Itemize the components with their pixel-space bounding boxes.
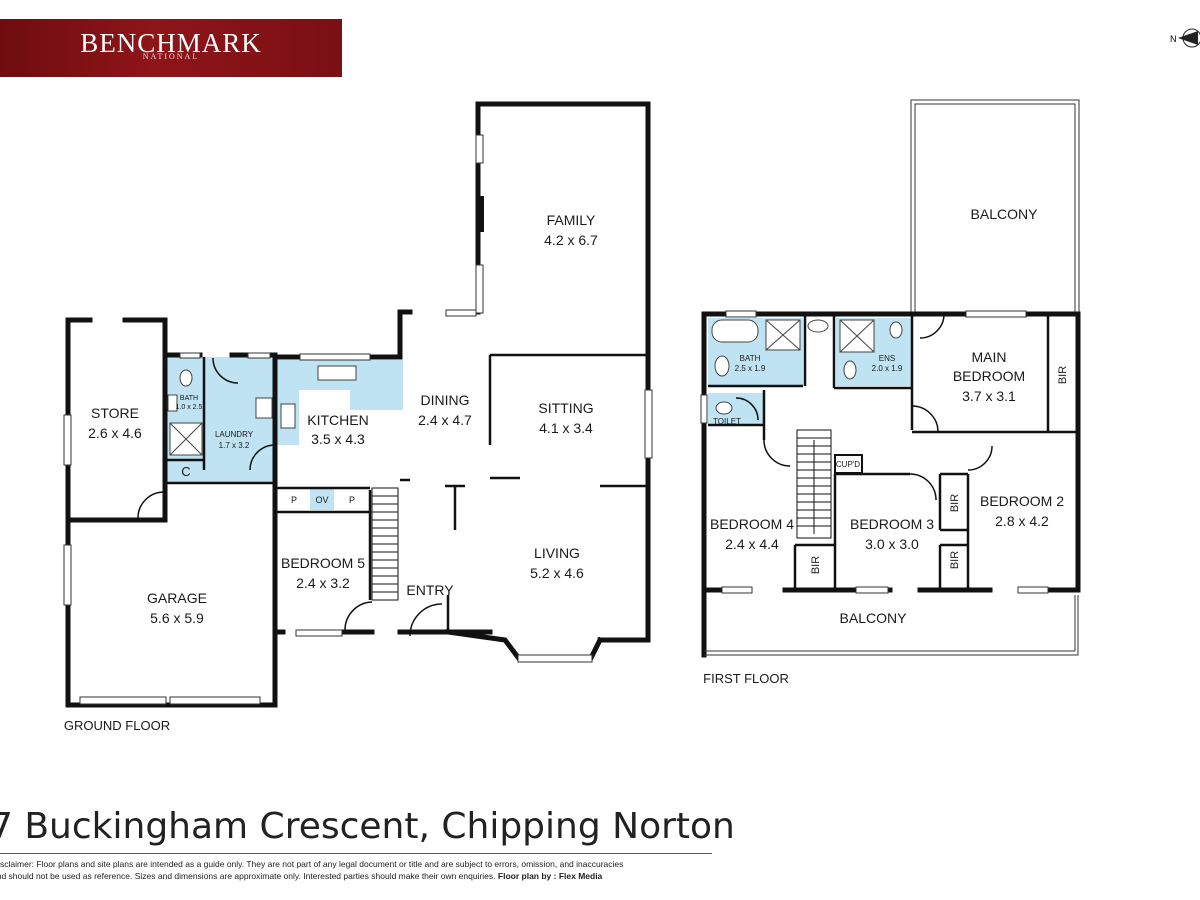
gf-oven-fill bbox=[310, 488, 334, 510]
ground-floor-plan bbox=[63, 101, 653, 708]
logo-sub: NATIONAL bbox=[142, 52, 200, 61]
gf-store-name: STORE bbox=[91, 405, 139, 421]
gf-pantry1-name: P bbox=[291, 495, 297, 505]
ff-bir-b4-name: BIR bbox=[810, 556, 822, 574]
gf-family-name: FAMILY bbox=[547, 212, 596, 228]
ff-bedroom3-name: BEDROOM 3 bbox=[850, 516, 934, 532]
gf-living-dims: 5.2 x 4.6 bbox=[530, 565, 584, 581]
ff-bir-main-name: BIR bbox=[1057, 366, 1069, 384]
ff-bath-dims: 2.5 x 1.9 bbox=[735, 364, 766, 373]
ff-cupd-box bbox=[834, 454, 863, 474]
gf-laundry-name: LAUNDRY bbox=[215, 430, 254, 439]
ff-stairs bbox=[796, 429, 832, 539]
ground-floor-label: GROUND FLOOR bbox=[64, 718, 170, 733]
gf-laundry-dims: 1.7 x 3.2 bbox=[219, 441, 250, 450]
gf-bedroom5-dims: 2.4 x 3.2 bbox=[296, 575, 350, 591]
gf-pantry2-name: P bbox=[349, 495, 355, 505]
gf-bedroom5-name: BEDROOM 5 bbox=[281, 555, 365, 571]
ff-bedroom2-dims: 2.8 x 4.2 bbox=[995, 513, 1049, 529]
disclaimer-line2: and should not be used as reference. Siz… bbox=[0, 871, 496, 881]
gf-stairs bbox=[371, 487, 399, 601]
first-floor-plan bbox=[700, 99, 1081, 658]
disclaimer-credit: Floor plan by : Flex Media bbox=[497, 871, 603, 881]
disclaimer-line1: Disclaimer: Floor plans and site plans a… bbox=[0, 859, 624, 869]
gf-living-name: LIVING bbox=[534, 545, 580, 561]
gf-dining-dims: 2.4 x 4.7 bbox=[418, 412, 472, 428]
divider-line bbox=[0, 853, 712, 854]
gf-oven-name: OV bbox=[315, 495, 328, 505]
ff-ens-dims: 2.0 x 1.9 bbox=[872, 364, 903, 373]
gf-entry-name: ENTRY bbox=[406, 582, 454, 598]
ff-bedroom2-name: BEDROOM 2 bbox=[980, 493, 1064, 509]
gf-sitting-name: SITTING bbox=[538, 400, 593, 416]
gf-garage-name: GARAGE bbox=[147, 590, 207, 606]
gf-bath-name: BATH bbox=[180, 395, 198, 402]
ff-toilet-name: TOILET bbox=[713, 417, 741, 426]
ff-balcony-bottom-name: BALCONY bbox=[840, 610, 908, 626]
gf-cupboard-name: C bbox=[181, 464, 190, 479]
gf-dining-name: DINING bbox=[421, 392, 470, 408]
ff-bedroom4-name: BEDROOM 4 bbox=[710, 516, 794, 532]
disclaimer-line2-wrap: and should not be used as reference. Siz… bbox=[0, 870, 722, 882]
ff-bir-b2a-name: BIR bbox=[949, 494, 961, 512]
ff-bedroom4-dims: 2.4 x 4.4 bbox=[725, 536, 779, 552]
first-floor-label: FIRST FLOOR bbox=[703, 671, 789, 686]
ff-cupd-name: CUP'D bbox=[836, 460, 860, 469]
ff-ens-name: ENS bbox=[879, 354, 895, 363]
ff-bath-name: BATH bbox=[740, 354, 761, 363]
gf-laundry-fill bbox=[204, 357, 275, 483]
ff-balcony-top-name: BALCONY bbox=[971, 206, 1039, 222]
gf-family-dims: 4.2 x 6.7 bbox=[544, 232, 598, 248]
gf-bath-dims: 1.0 x 2.5 bbox=[176, 404, 203, 411]
gf-kitchen-name: KITCHEN bbox=[307, 412, 368, 428]
logo-name: BENCHMARK bbox=[80, 28, 262, 58]
gf-kitchen-bench-fill2 bbox=[350, 360, 403, 410]
ff-bedroom3-dims: 3.0 x 3.0 bbox=[865, 536, 919, 552]
ff-main-bedroom-line2: BEDROOM bbox=[953, 368, 1025, 384]
ff-balcony-bottom bbox=[704, 595, 1079, 656]
ff-main-bedroom-line1: MAIN bbox=[972, 349, 1007, 365]
disclaimer: Disclaimer: Floor plans and site plans a… bbox=[0, 858, 722, 882]
gf-store-dims: 2.6 x 4.6 bbox=[88, 425, 142, 441]
gf-sitting-dims: 4.1 x 3.4 bbox=[539, 420, 593, 436]
ff-bir-b2b-name: BIR bbox=[949, 551, 961, 569]
gf-garage-dims: 5.6 x 5.9 bbox=[150, 610, 204, 626]
ff-main-bedroom-dims: 3.7 x 3.1 bbox=[962, 388, 1016, 404]
gf-kitchen-dims: 3.5 x 4.3 bbox=[311, 431, 365, 447]
benchmark-logo: BENCHMARK NATIONAL bbox=[0, 19, 342, 77]
compass-icon: N bbox=[1170, 28, 1200, 48]
compass-north-label: N bbox=[1170, 34, 1177, 44]
property-address: 7 Buckingham Crescent, Chipping Norton bbox=[0, 806, 735, 847]
